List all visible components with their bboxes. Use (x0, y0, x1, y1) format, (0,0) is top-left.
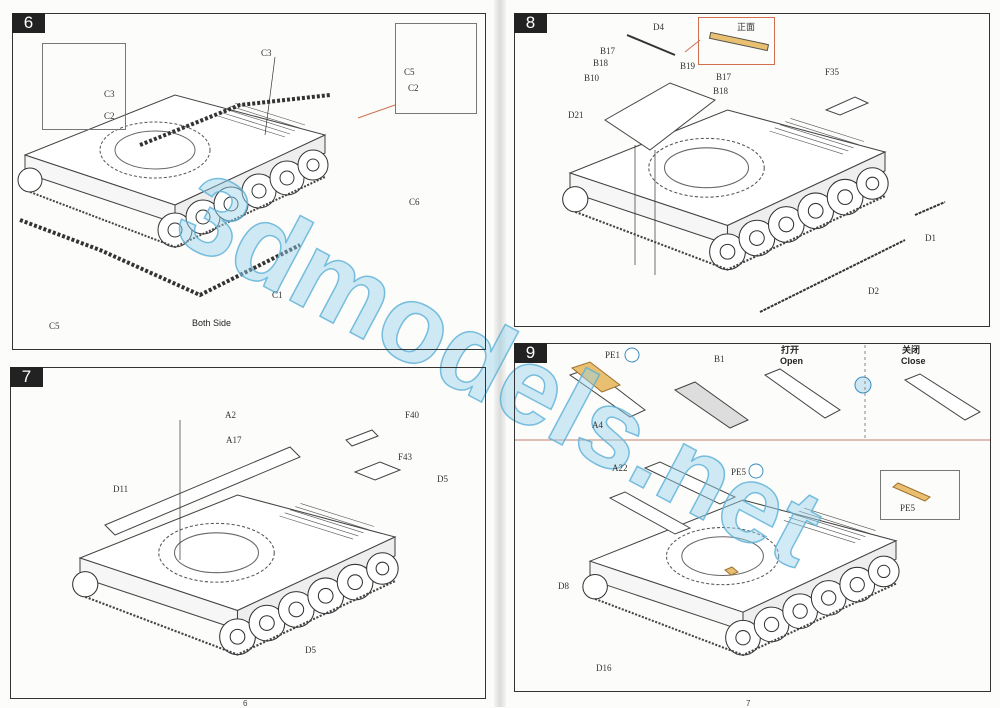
part-label: C3 (104, 89, 115, 99)
part-label: F40 (405, 410, 420, 420)
step6-drawing (17, 56, 396, 298)
step-7-panel: 7 (10, 367, 486, 699)
part-label: PE5 (900, 503, 916, 513)
step7-drawing (71, 420, 402, 656)
part-label: D1 (925, 233, 936, 243)
part-label: D11 (113, 484, 129, 494)
part-label: C5 (49, 321, 60, 331)
open-label-en: Open (780, 356, 804, 366)
part-label: C2 (408, 83, 419, 93)
part-label: D16 (596, 663, 612, 673)
page-number-left: 6 (243, 699, 248, 708)
front-view-label: 正面 (737, 22, 756, 32)
part-label: D4 (653, 22, 664, 32)
part-label: A17 (226, 435, 242, 445)
part-label: PE1 (605, 350, 621, 360)
part-label: B17 (716, 72, 732, 82)
part-label: C2 (104, 111, 115, 121)
step-number: 8 (514, 13, 547, 33)
part-label: B18 (593, 58, 609, 68)
part-label: B1 (714, 354, 725, 364)
step-8-panel: 8 (514, 13, 990, 327)
step-6-panel: 6 (12, 13, 486, 350)
part-label: D5 (437, 474, 448, 484)
step8-drawing (561, 34, 946, 313)
step8-inset-front: 正面 (698, 17, 775, 65)
part-label: D5 (305, 645, 316, 655)
close-label-en: Close (901, 356, 926, 366)
part-label: C5 (404, 67, 415, 77)
step6-inset-left (42, 43, 126, 130)
open-label-cn: 打开 (781, 345, 800, 355)
step-number: 6 (12, 13, 45, 33)
part-label: B10 (584, 73, 600, 83)
page-number-right: 7 (746, 699, 751, 708)
part-label: B17 (600, 46, 616, 56)
part-label: D2 (868, 286, 879, 296)
part-label: A4 (592, 420, 603, 430)
part-label: C3 (261, 48, 272, 58)
part-label: D8 (558, 581, 569, 591)
step9-drawing (515, 345, 990, 657)
step9-inset-pe5: PE5 (880, 470, 960, 520)
part-label: F35 (825, 67, 840, 77)
part-label: D21 (568, 110, 584, 120)
step-number: 9 (514, 343, 547, 363)
page-gutter (494, 0, 506, 707)
step-number: 7 (10, 367, 43, 387)
part-label: A22 (612, 463, 628, 473)
step6-inset-right (395, 23, 477, 114)
part-label: C1 (272, 290, 283, 300)
part-label: F43 (398, 452, 413, 462)
part-label: B18 (713, 86, 729, 96)
part-label: A2 (225, 410, 236, 420)
d4-part-front (708, 31, 770, 52)
close-label-cn: 关闭 (902, 345, 921, 355)
both-side-note: Both Side (192, 318, 232, 328)
part-label: B19 (680, 61, 696, 71)
part-label: PE5 (731, 467, 747, 477)
part-label: C6 (409, 197, 420, 207)
step-9-panel: 9 (514, 343, 991, 692)
